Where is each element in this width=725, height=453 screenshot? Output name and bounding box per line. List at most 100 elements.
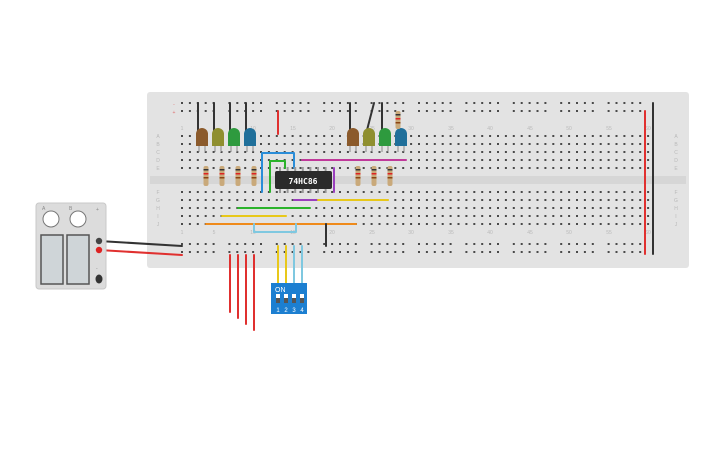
hole [481, 207, 484, 209]
led[interactable] [347, 128, 359, 146]
hole [449, 207, 452, 209]
hole [418, 215, 420, 217]
hole [378, 251, 381, 253]
hole [473, 191, 476, 193]
led[interactable] [379, 128, 391, 146]
terminal-red[interactable] [95, 246, 103, 254]
hole [394, 215, 397, 217]
resistor[interactable] [203, 166, 209, 186]
column-number: 35 [448, 126, 454, 132]
signal-wire[interactable] [269, 160, 286, 193]
terminal-label-minus: - [96, 266, 98, 272]
hole [473, 243, 476, 245]
hole [647, 143, 650, 145]
hole [576, 110, 578, 112]
hole [536, 159, 539, 161]
hole [449, 215, 452, 217]
hole [639, 167, 642, 169]
hole [536, 215, 539, 217]
hole [402, 243, 405, 245]
hole [283, 243, 286, 245]
hole [639, 199, 642, 201]
hole [591, 135, 594, 137]
led[interactable] [228, 128, 240, 146]
hole [623, 102, 626, 104]
hole [583, 143, 586, 145]
knob-b[interactable] [69, 210, 87, 228]
resistor[interactable] [395, 111, 401, 129]
supply-negative-lead[interactable] [98, 240, 183, 247]
hole [544, 135, 547, 137]
led[interactable] [363, 128, 375, 146]
hole [267, 167, 270, 169]
hole [196, 199, 199, 201]
hole [489, 110, 492, 112]
resistor[interactable] [251, 166, 257, 186]
hole [631, 167, 634, 169]
hole [457, 167, 460, 169]
hole [441, 251, 444, 253]
hole [181, 102, 183, 104]
power-supply[interactable]: A B + - [35, 202, 107, 290]
hole [204, 215, 207, 217]
hole [528, 207, 531, 209]
hole [244, 167, 247, 169]
hole [536, 199, 539, 201]
hole [299, 191, 302, 193]
hole [481, 167, 484, 169]
hole [291, 159, 294, 161]
supply-positive-lead[interactable] [98, 249, 183, 256]
hole [568, 199, 571, 201]
signal-wire[interactable] [253, 223, 297, 233]
hole [568, 143, 571, 145]
led[interactable] [244, 128, 256, 146]
led[interactable] [212, 128, 224, 146]
hole [386, 110, 389, 112]
hole [181, 167, 183, 169]
hole [433, 167, 436, 169]
hole [339, 215, 341, 217]
display-a [40, 234, 64, 285]
hole [552, 167, 555, 169]
hole [607, 102, 610, 104]
hole [623, 191, 626, 193]
dip-lever-knob [284, 298, 288, 303]
hole [228, 159, 231, 161]
hole [615, 243, 618, 245]
ic-chip[interactable]: 74HC86 [275, 171, 332, 189]
signal-wire[interactable] [261, 152, 295, 193]
terminal-black[interactable] [95, 237, 103, 245]
resistor[interactable] [219, 166, 225, 186]
resistor[interactable] [387, 166, 393, 186]
hole [212, 159, 215, 161]
led[interactable] [395, 128, 407, 146]
hole [188, 159, 191, 161]
hole [433, 110, 436, 112]
hole [449, 143, 452, 145]
resistor[interactable] [235, 166, 241, 186]
hole [512, 243, 515, 245]
hole [528, 159, 531, 161]
hole [362, 223, 365, 225]
hole [560, 159, 563, 161]
led[interactable] [196, 128, 208, 146]
hole [275, 143, 278, 145]
hole [599, 191, 602, 193]
chip-pin [286, 167, 289, 171]
resistor[interactable] [371, 166, 377, 186]
knob-a[interactable] [42, 210, 60, 228]
hole [354, 207, 357, 209]
hole [252, 199, 255, 201]
hole [647, 199, 650, 201]
hole [647, 135, 650, 137]
hole [188, 223, 191, 225]
hole [512, 207, 515, 209]
column-number: 1 [181, 126, 184, 132]
power-switch[interactable] [95, 274, 103, 284]
hole [204, 199, 207, 201]
hole [418, 167, 420, 169]
hole [512, 215, 515, 217]
resistor[interactable] [355, 166, 361, 186]
hole [307, 102, 310, 104]
